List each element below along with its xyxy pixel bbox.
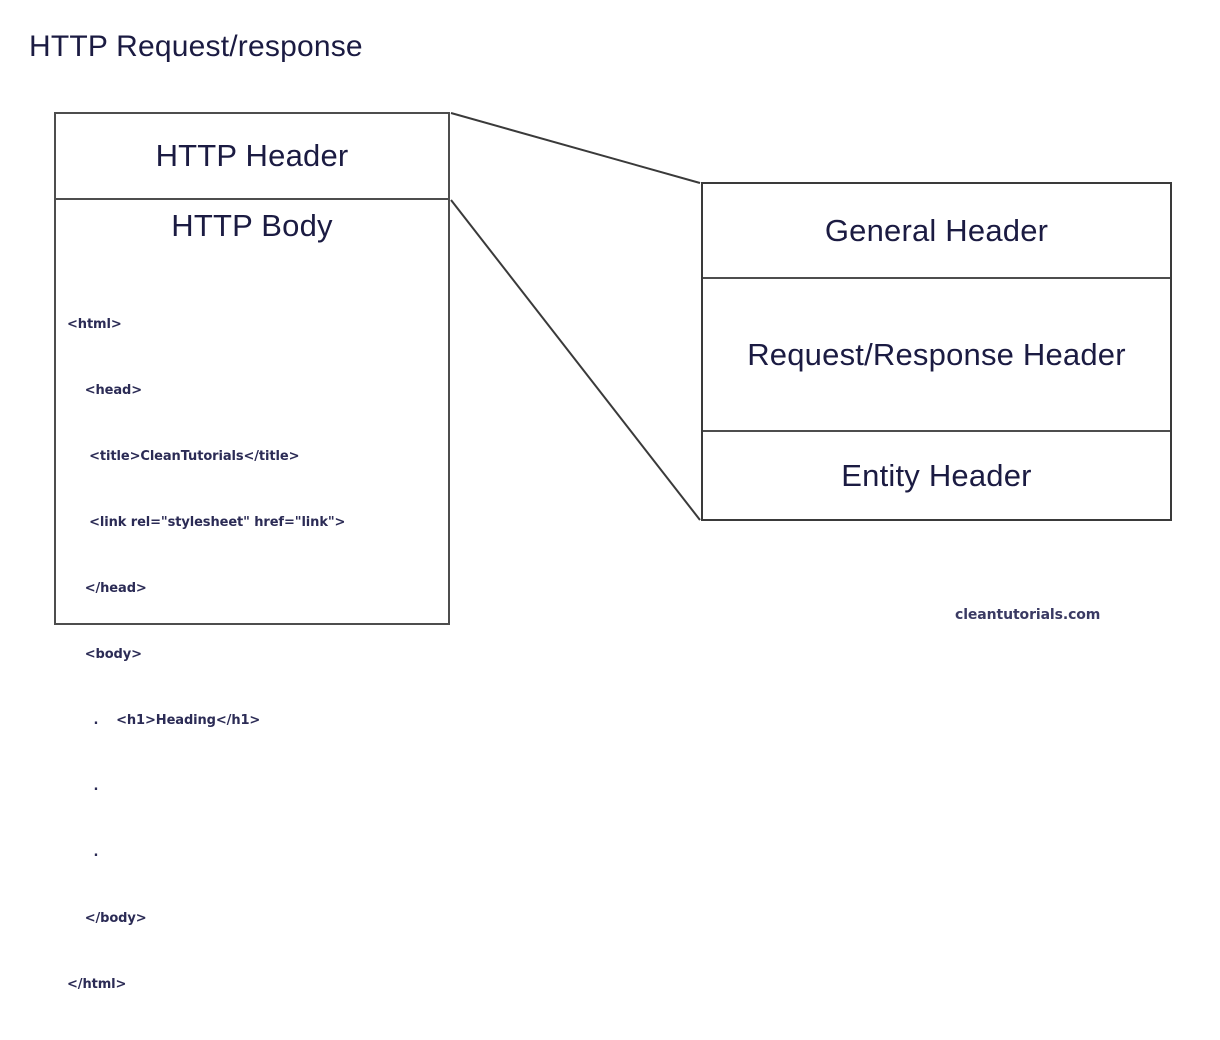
connector-line-bottom (450, 199, 701, 521)
code-line: <html> (67, 317, 122, 332)
header-type-request-response: Request/Response Header (703, 279, 1170, 432)
header-type-general: General Header (703, 184, 1170, 279)
header-type-entity: Entity Header (703, 432, 1170, 519)
code-line: </head> (67, 581, 147, 596)
http-body-label: HTTP Body (171, 208, 333, 243)
http-header-label: HTTP Header (155, 138, 349, 173)
code-line: <title>CleanTutorials</title> (67, 449, 300, 464)
header-type-label: General Header (824, 212, 1049, 248)
html-code-listing: <html> <head> <title>CleanTutorials</tit… (67, 270, 345, 1040)
code-line: . (67, 779, 99, 794)
connector-line-top (450, 112, 701, 184)
http-header-section: HTTP Header (56, 114, 448, 200)
code-line: </html> (67, 977, 127, 992)
code-line: . (67, 845, 99, 860)
header-types-box: General Header Request/Response Header E… (701, 182, 1172, 521)
diagram-title: HTTP Request/response (29, 30, 363, 63)
header-type-label: Request/Response Header (747, 336, 1126, 372)
code-line: . <h1>Heading</h1> (67, 713, 261, 728)
code-line: <body> (67, 647, 142, 662)
http-request-response-diagram: HTTP Request/response HTTP Header HTTP B… (29, 30, 1172, 992)
http-body-section: HTTP Body <html> <head> <title>CleanTuto… (56, 200, 448, 992)
watermark: cleantutorials.com (955, 607, 1101, 623)
header-type-label: Entity Header (841, 457, 1032, 493)
code-line: </body> (67, 911, 147, 926)
code-line: <head> (67, 383, 143, 398)
code-line: <link rel="stylesheet" href="link"> (67, 515, 346, 530)
http-packet-box: HTTP Header HTTP Body <html> <head> <tit… (54, 112, 450, 992)
